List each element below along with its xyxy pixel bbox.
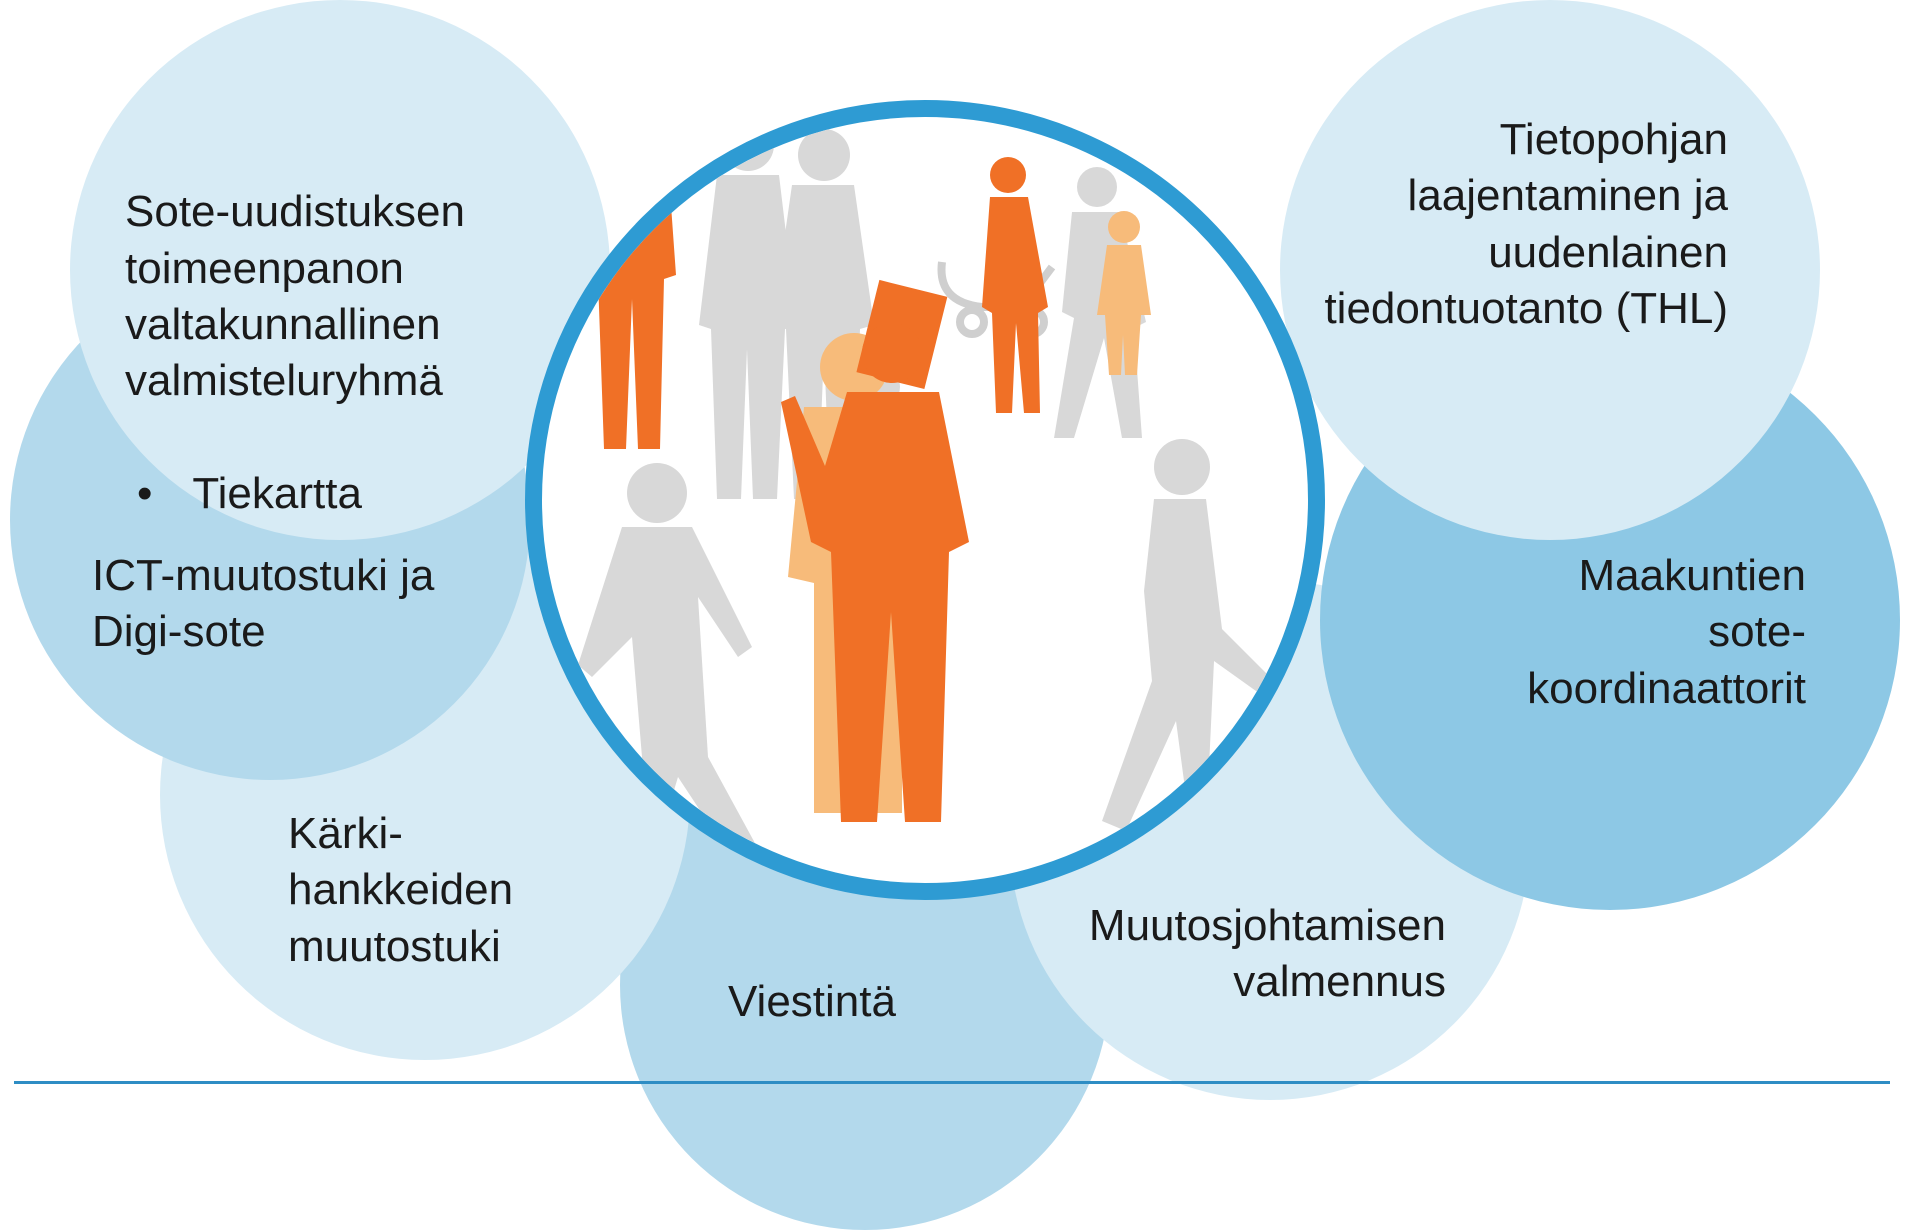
- bubble-tietopohja: [1280, 0, 1820, 540]
- label-viestinta: Viestintä: [728, 977, 896, 1026]
- label-ict: ICT-muutostuki ja Digi-sote: [92, 551, 435, 657]
- label-tiekartta: Tiekartta: [192, 468, 362, 518]
- people-silhouettes-illustration: [578, 117, 1282, 877]
- label-karki: Kärki- hankkeiden muutostuki: [288, 809, 514, 971]
- label-tietopohja: Tietopohjan laajentaminen ja uudenlainen…: [1324, 115, 1728, 333]
- diagram-canvas: Sote-uudistuksen toimeenpanon valtakunna…: [10, 0, 1900, 1230]
- label-maakuntien: Maakuntien sote- koordinaattorit: [1527, 551, 1806, 713]
- bullet-tiekartta: • Tiekartta: [137, 466, 465, 522]
- footer-divider: [14, 1081, 1890, 1084]
- bubble-valmisteluryhma: [70, 0, 610, 540]
- label-valmisteluryhma-text: Sote-uudistuksen toimeenpanon valtakunna…: [125, 187, 465, 406]
- bullet-icon: •: [137, 468, 153, 518]
- center-people-circle: [525, 100, 1325, 900]
- label-muutosjohtaminen: Muutosjohtamisen valmennus: [1088, 901, 1446, 1007]
- label-valmisteluryhma: Sote-uudistuksen toimeenpanon valtakunna…: [125, 128, 465, 579]
